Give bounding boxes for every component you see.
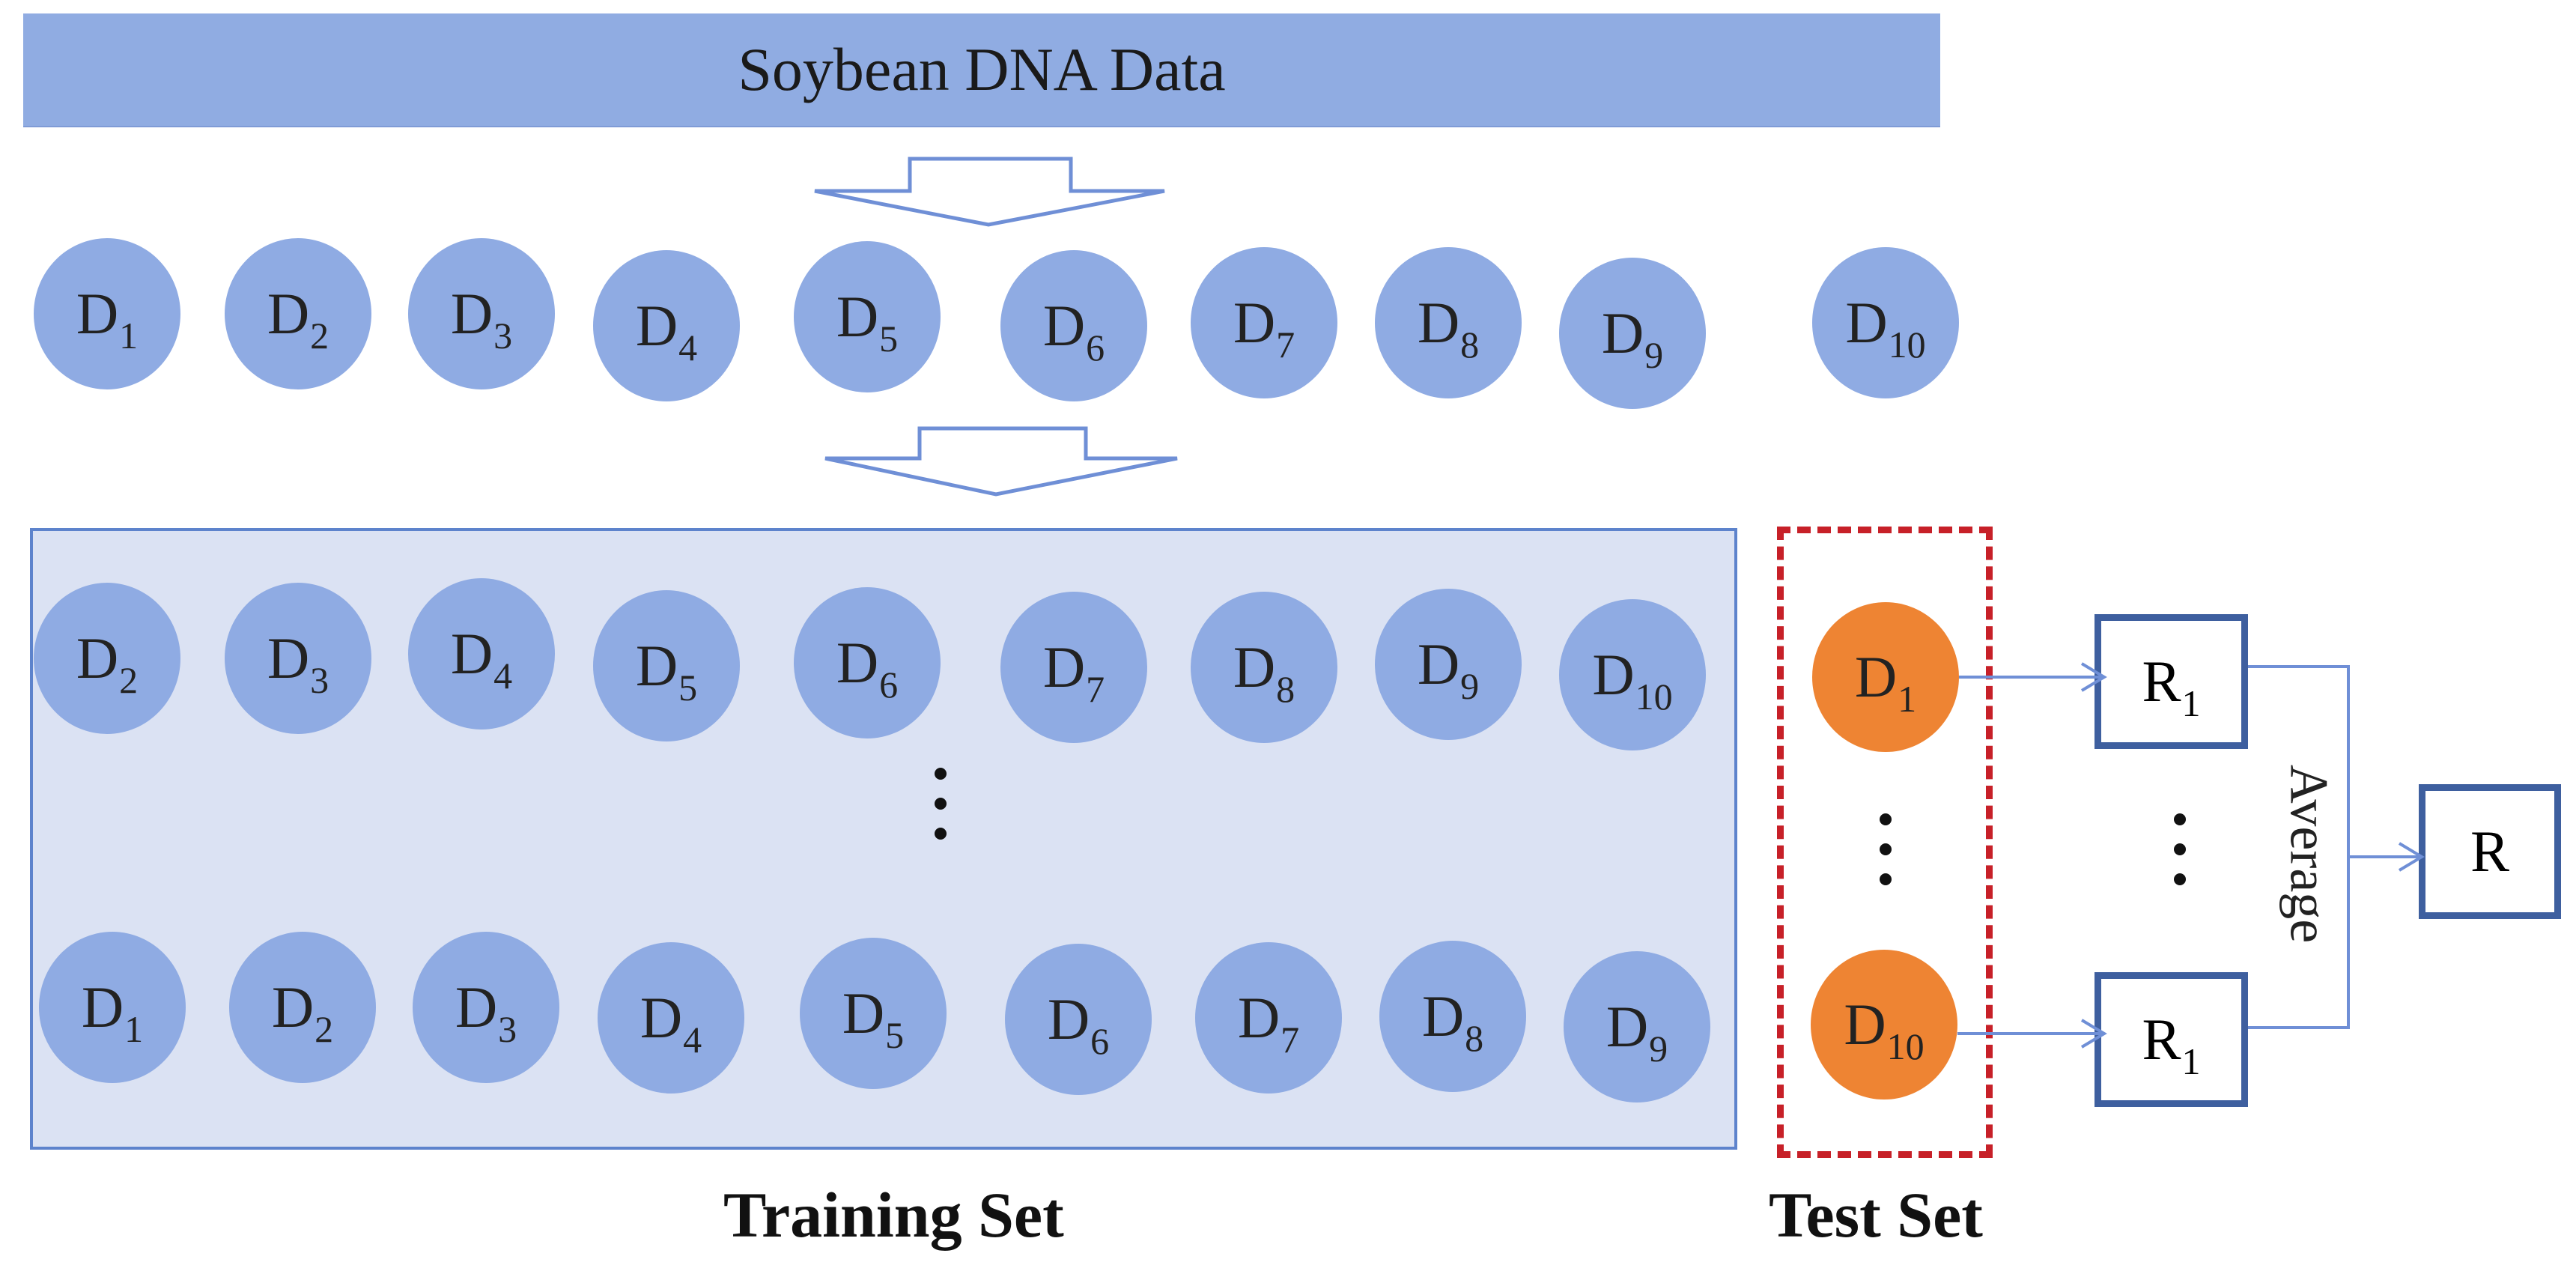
fold-circle: D10 [1812,247,1959,398]
training-fold-circle: D3 [225,583,371,734]
final-result-box: R [2419,784,2561,919]
training-fold-circle: D9 [1564,951,1710,1102]
test-set-box [1777,527,1993,1158]
training-fold-circle: D10 [1559,599,1706,750]
training-fold-circle: D1 [39,932,186,1083]
arrowhead-test-bottom [2080,1019,2107,1049]
training-fold-circle: D4 [408,578,555,730]
fold-circle: D9 [1559,258,1706,409]
test-fold-circle-top: D1 [1812,602,1959,752]
result-box-bottom: R1 [2094,972,2248,1107]
arrowhead-test-top [2080,662,2107,692]
training-fold-circle: D8 [1191,592,1337,743]
training-set-caption: Training Set [723,1179,1064,1251]
arrowhead-final [2398,842,2425,872]
training-fold-circle: D7 [1195,942,1342,1094]
dataset-header: Soybean DNA Data [23,13,1940,127]
training-fold-circle: D2 [34,583,180,734]
average-bracket [2248,665,2350,1029]
result-ellipsis [2171,813,2189,903]
training-fold-circle: D6 [794,587,941,738]
training-fold-circle: D5 [800,938,947,1089]
fold-circle: D7 [1191,247,1337,398]
down-arrow-top [814,157,1165,227]
test-set-caption: Test Set [1769,1179,1983,1251]
test-fold-circle-bottom: D10 [1811,950,1957,1100]
training-fold-circle: D5 [593,590,740,741]
training-fold-circle: D3 [413,932,559,1083]
fold-circle: D8 [1375,247,1522,398]
training-fold-circle: D4 [598,942,744,1094]
training-fold-circle: D9 [1375,589,1522,740]
training-fold-circle: D8 [1379,941,1526,1092]
training-fold-circle: D6 [1005,944,1152,1095]
dataset-title: Soybean DNA Data [738,35,1226,103]
fold-circle: D5 [794,241,941,392]
training-ellipsis [932,768,950,858]
training-fold-circle: D2 [229,932,376,1083]
fold-circle: D3 [408,238,555,389]
fold-circle: D2 [225,238,371,389]
test-ellipsis [1877,813,1895,903]
training-fold-circle: D7 [1000,592,1147,743]
down-arrow-bottom [824,426,1178,497]
fold-circle: D6 [1000,250,1147,401]
fold-circle: D4 [593,250,740,401]
fold-circle: D1 [34,238,180,389]
